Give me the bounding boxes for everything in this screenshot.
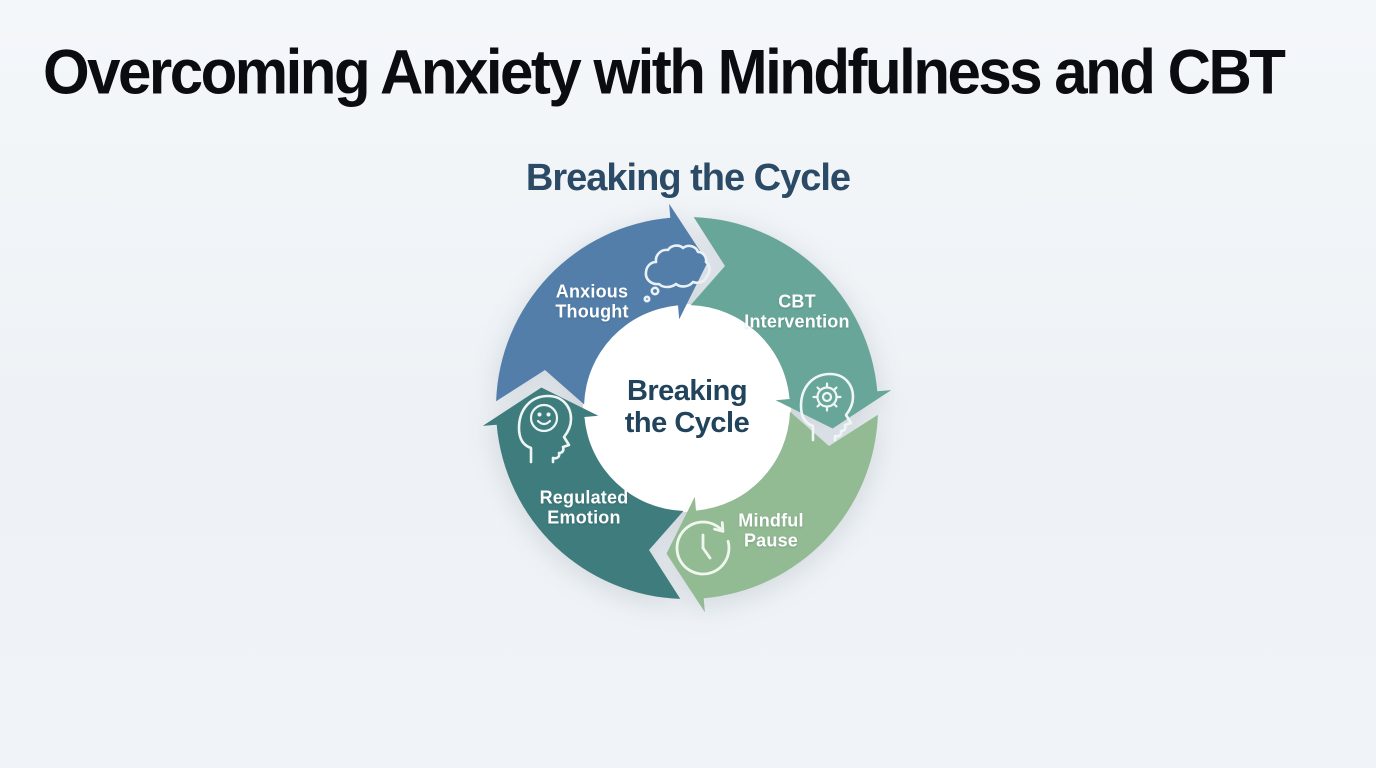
segment-regulated-emotion <box>482 387 684 599</box>
label-anxious-thought: Anxious Thought <box>555 282 628 323</box>
label-cbt-intervention: CBT Intervention <box>744 292 849 333</box>
cycle-ring-graphic <box>482 203 892 613</box>
thought-cloud-icon <box>643 244 711 303</box>
center-label: Breaking the Cycle <box>624 375 750 440</box>
segment-mindful-pause <box>666 411 878 613</box>
center-circle <box>583 304 791 512</box>
clock-cycle-icon <box>675 520 731 576</box>
cycle-diagram: Anxious Thought CBT Intervention Mindful… <box>447 168 927 648</box>
label-mindful-pause-line2: Pause <box>743 531 799 551</box>
center-label-line1: Breaking <box>626 375 748 408</box>
label-mindful-pause-line1: Mindful <box>738 510 804 531</box>
segment-anxious-thought <box>496 203 708 405</box>
label-regulated-emotion-line1: Regulated <box>539 487 629 508</box>
diagram-heading: Breaking the Cycle <box>525 157 851 199</box>
head-gear-icon <box>799 372 855 442</box>
label-regulated-emotion: Regulated Emotion <box>540 488 629 529</box>
label-cbt-intervention-line1: CBT <box>778 291 816 312</box>
head-smile-icon <box>517 394 573 464</box>
label-mindful-pause: Mindful Pause <box>738 511 803 552</box>
label-regulated-emotion-line2: Emotion <box>547 508 621 528</box>
page-title: Overcoming Anxiety with Mindfulness and … <box>43 37 1286 108</box>
center-label-line2: the Cycle <box>624 407 750 439</box>
label-anxious-thought-line1: Anxious <box>555 281 629 302</box>
label-anxious-thought-line2: Thought <box>555 302 629 322</box>
label-cbt-intervention-line2: Intervention <box>744 312 850 332</box>
